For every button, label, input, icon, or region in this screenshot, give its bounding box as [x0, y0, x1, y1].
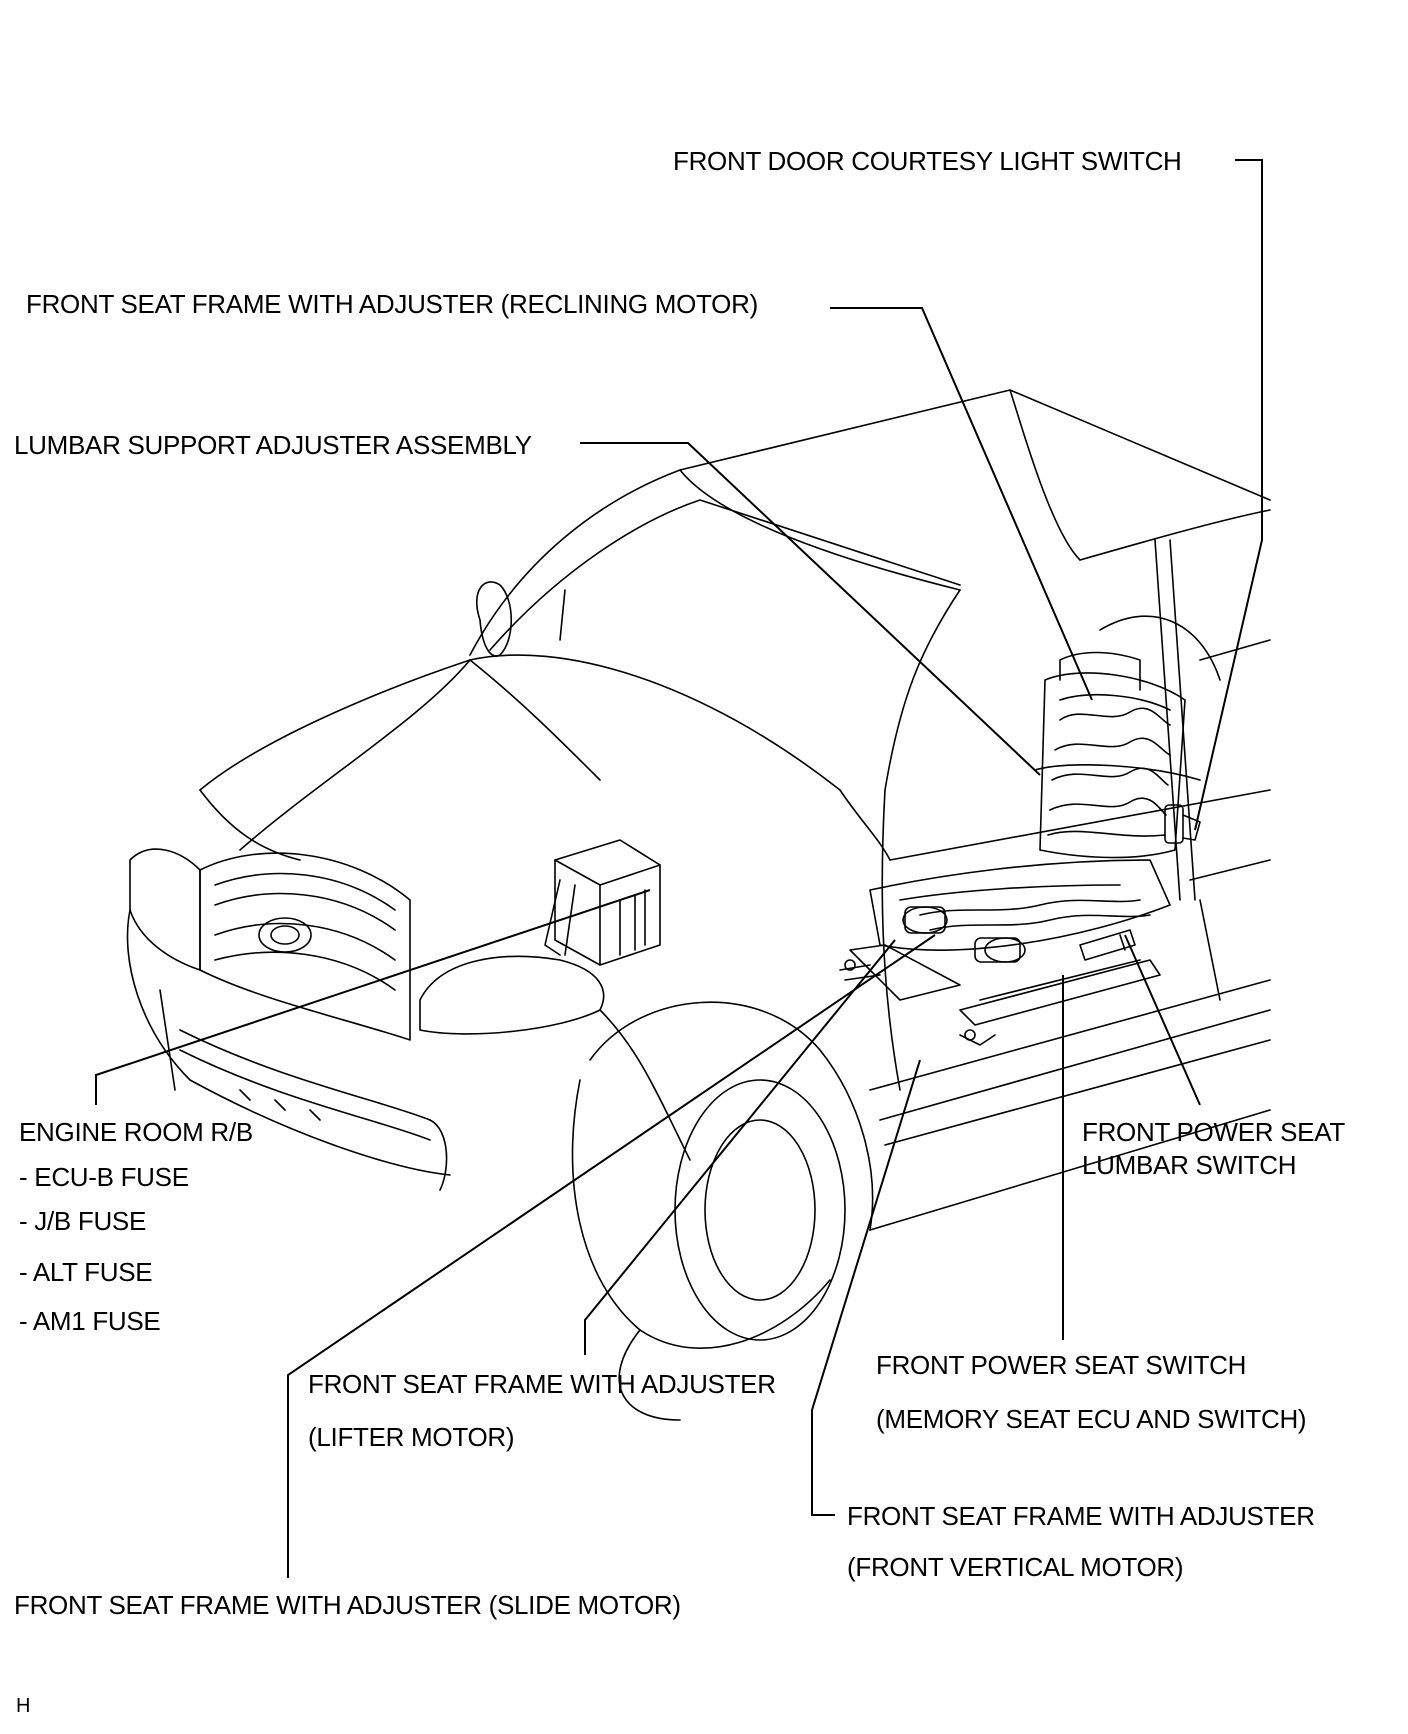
- label-lifter-motor-2: (LIFTER MOTOR): [308, 1422, 515, 1452]
- leader-vertical: [811, 1059, 921, 1516]
- label-fuse-alt: - ALT FUSE: [19, 1257, 153, 1287]
- leader-slide: [287, 934, 936, 1578]
- label-lumbar-switch-2: LUMBAR SWITCH: [1082, 1150, 1297, 1180]
- label-power-seat-switch-2: (MEMORY SEAT ECU AND SWITCH): [876, 1404, 1307, 1434]
- leader-lumbar-switch: [1124, 934, 1201, 1106]
- label-lumbar-support-adjuster: LUMBAR SUPPORT ADJUSTER ASSEMBLY: [14, 430, 532, 460]
- label-front-vertical-motor-2: (FRONT VERTICAL MOTOR): [847, 1552, 1184, 1582]
- label-power-seat-switch-1: FRONT POWER SEAT SWITCH: [876, 1350, 1247, 1380]
- leader-door-courtesy: [1194, 159, 1263, 831]
- leader-lines: [95, 159, 1263, 1578]
- leader-reclining: [830, 307, 1093, 701]
- label-lifter-motor-1: FRONT SEAT FRAME WITH ADJUSTER: [308, 1369, 776, 1399]
- label-slide-motor: FRONT SEAT FRAME WITH ADJUSTER (SLIDE MO…: [14, 1590, 681, 1620]
- label-fuse-am1: - AM1 FUSE: [19, 1306, 161, 1336]
- leader-lumbar-adjuster: [580, 442, 1041, 776]
- label-door-courtesy-light-switch: FRONT DOOR COURTESY LIGHT SWITCH: [673, 146, 1182, 176]
- leader-lifter: [584, 939, 896, 1355]
- label-reclining-motor: FRONT SEAT FRAME WITH ADJUSTER (RECLININ…: [26, 289, 758, 319]
- label-fuse-jb: - J/B FUSE: [19, 1206, 147, 1236]
- label-fuse-ecu-b: - ECU-B FUSE: [19, 1162, 189, 1192]
- vehicle-outline: [126, 389, 1271, 1421]
- leader-engine-room: [95, 889, 651, 1105]
- corner-mark: H: [16, 1695, 31, 1717]
- label-engine-room-rb: ENGINE ROOM R/B: [19, 1117, 253, 1147]
- label-front-vertical-motor-1: FRONT SEAT FRAME WITH ADJUSTER: [847, 1501, 1315, 1531]
- label-lumbar-switch-1: FRONT POWER SEAT: [1082, 1117, 1345, 1147]
